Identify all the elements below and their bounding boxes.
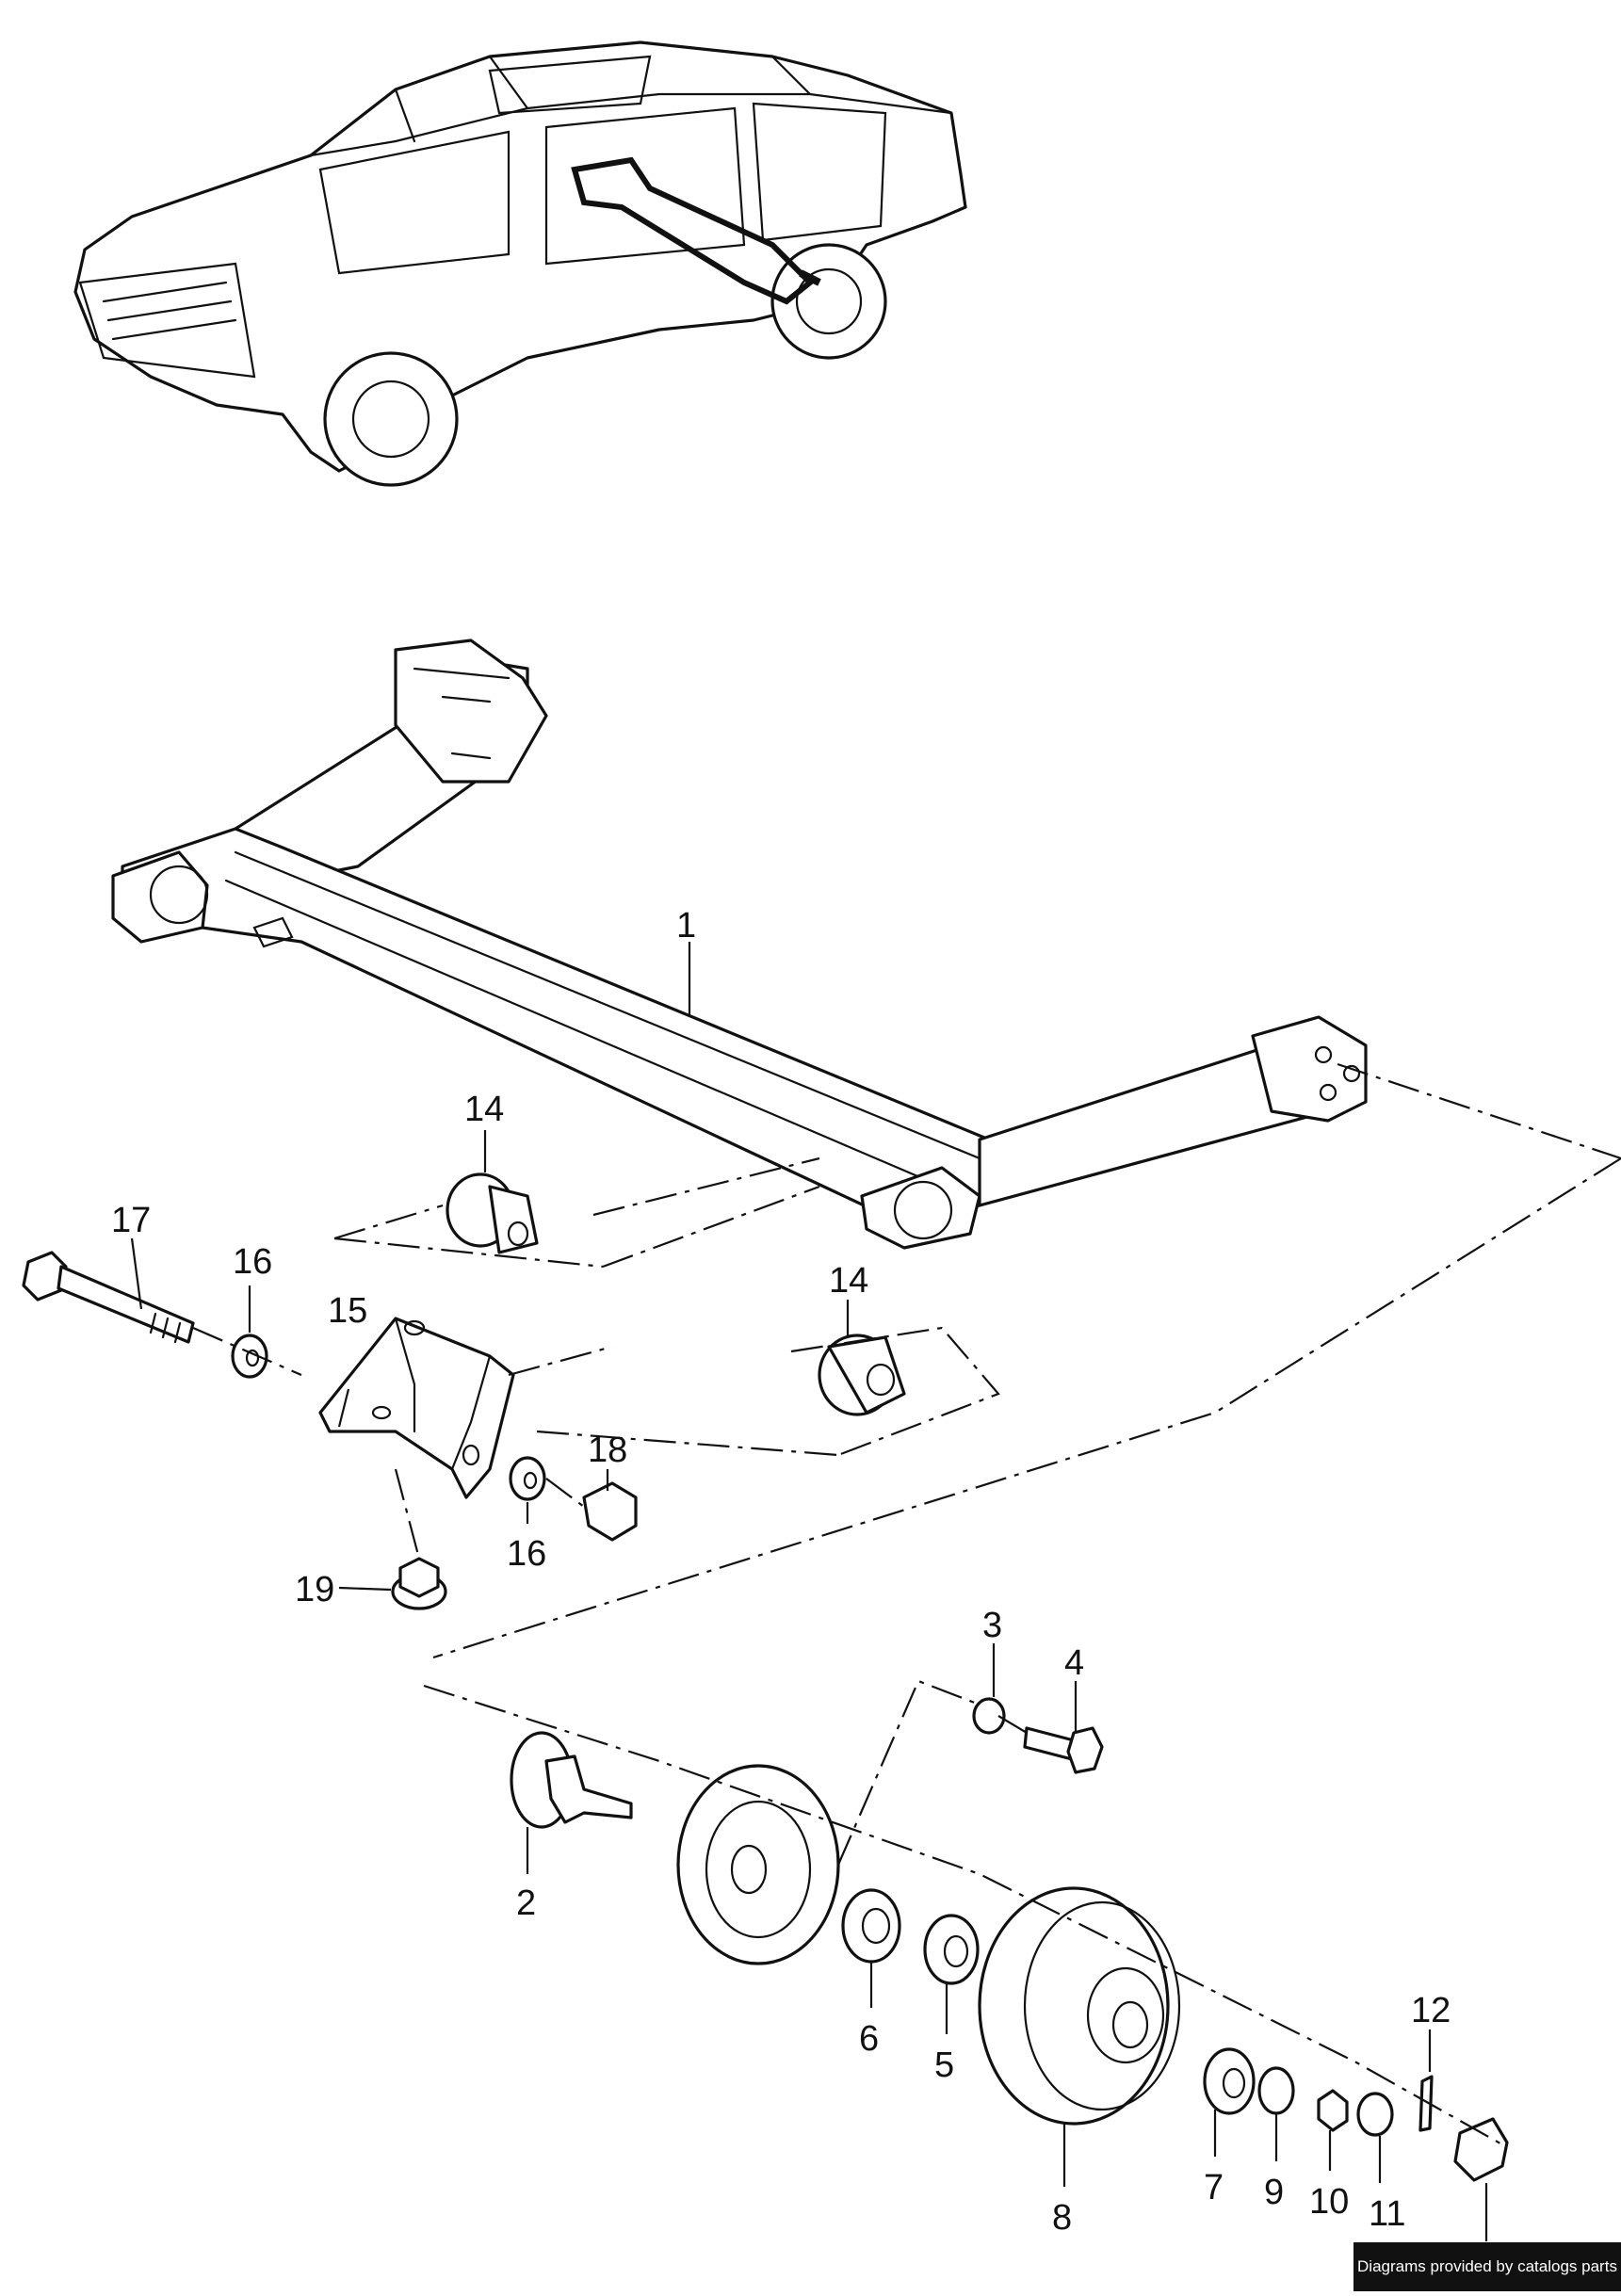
washer-3 [972, 1697, 1006, 1735]
nut-18 [582, 1481, 638, 1542]
stub-axle-2 [510, 1731, 633, 1829]
dust-cap [1453, 2117, 1509, 2182]
bushing-upper [446, 1172, 539, 1254]
callout-numbers: 1 14 14 17 16 15 18 16 19 3 4 2 6 5 8 7 … [111, 906, 1451, 2238]
callout-10: 10 [1309, 2182, 1349, 2222]
callout-6: 6 [859, 2019, 879, 2059]
callout-7: 7 [1204, 2168, 1224, 2207]
callout-15: 15 [328, 1291, 367, 1331]
callout-14-lower: 14 [829, 1261, 868, 1301]
rear-axle-beam [111, 639, 1368, 1250]
axle-nut-10 [1317, 2089, 1349, 2132]
leader-lines [130, 942, 1488, 2241]
bolt-4 [1023, 1726, 1104, 1774]
mounting-bracket-15 [318, 1317, 515, 1499]
bushing-lower [818, 1334, 906, 1416]
oil-seal-6 [841, 1888, 901, 1964]
bearing-5 [923, 1914, 980, 1985]
washer-16-lower-hole [523, 1471, 538, 1490]
assembly-lines [192, 1062, 1621, 2148]
bolt-17 [22, 1251, 195, 1344]
callout-8: 8 [1052, 2198, 1072, 2238]
thrust-washer-9 [1257, 2066, 1295, 2115]
flange-nut-19-top [398, 1557, 440, 1598]
brake-drum-8 [978, 1886, 1181, 2126]
callout-16-lower: 16 [507, 1534, 546, 1574]
callout-16-upper: 16 [233, 1242, 272, 1282]
callout-9: 9 [1264, 2173, 1284, 2212]
bearing-7 [1203, 2047, 1256, 2115]
cotter-pin-12 [1418, 2075, 1434, 2132]
callout-14-upper: 14 [464, 1090, 504, 1129]
lock-ring-11 [1356, 2092, 1394, 2137]
brake-backplate [676, 1764, 840, 1965]
callout-3: 3 [982, 1606, 1002, 1645]
washer-16-lower [509, 1456, 546, 1501]
callout-4: 4 [1064, 1643, 1084, 1683]
callout-5: 5 [934, 2045, 954, 2085]
washer-16-upper-hole [245, 1349, 260, 1367]
callout-2: 2 [516, 1884, 536, 1923]
callout-12: 12 [1411, 1991, 1451, 2030]
washer-16-upper [231, 1334, 268, 1379]
callout-18: 18 [588, 1431, 627, 1470]
callout-19: 19 [295, 1570, 334, 1609]
credit-label: Diagrams provided by catalogs parts [1354, 2242, 1621, 2291]
callout-1: 1 [676, 906, 696, 946]
vehicle-locator [73, 40, 967, 487]
callout-17: 17 [111, 1201, 151, 1240]
callout-11: 11 [1369, 2194, 1405, 2234]
